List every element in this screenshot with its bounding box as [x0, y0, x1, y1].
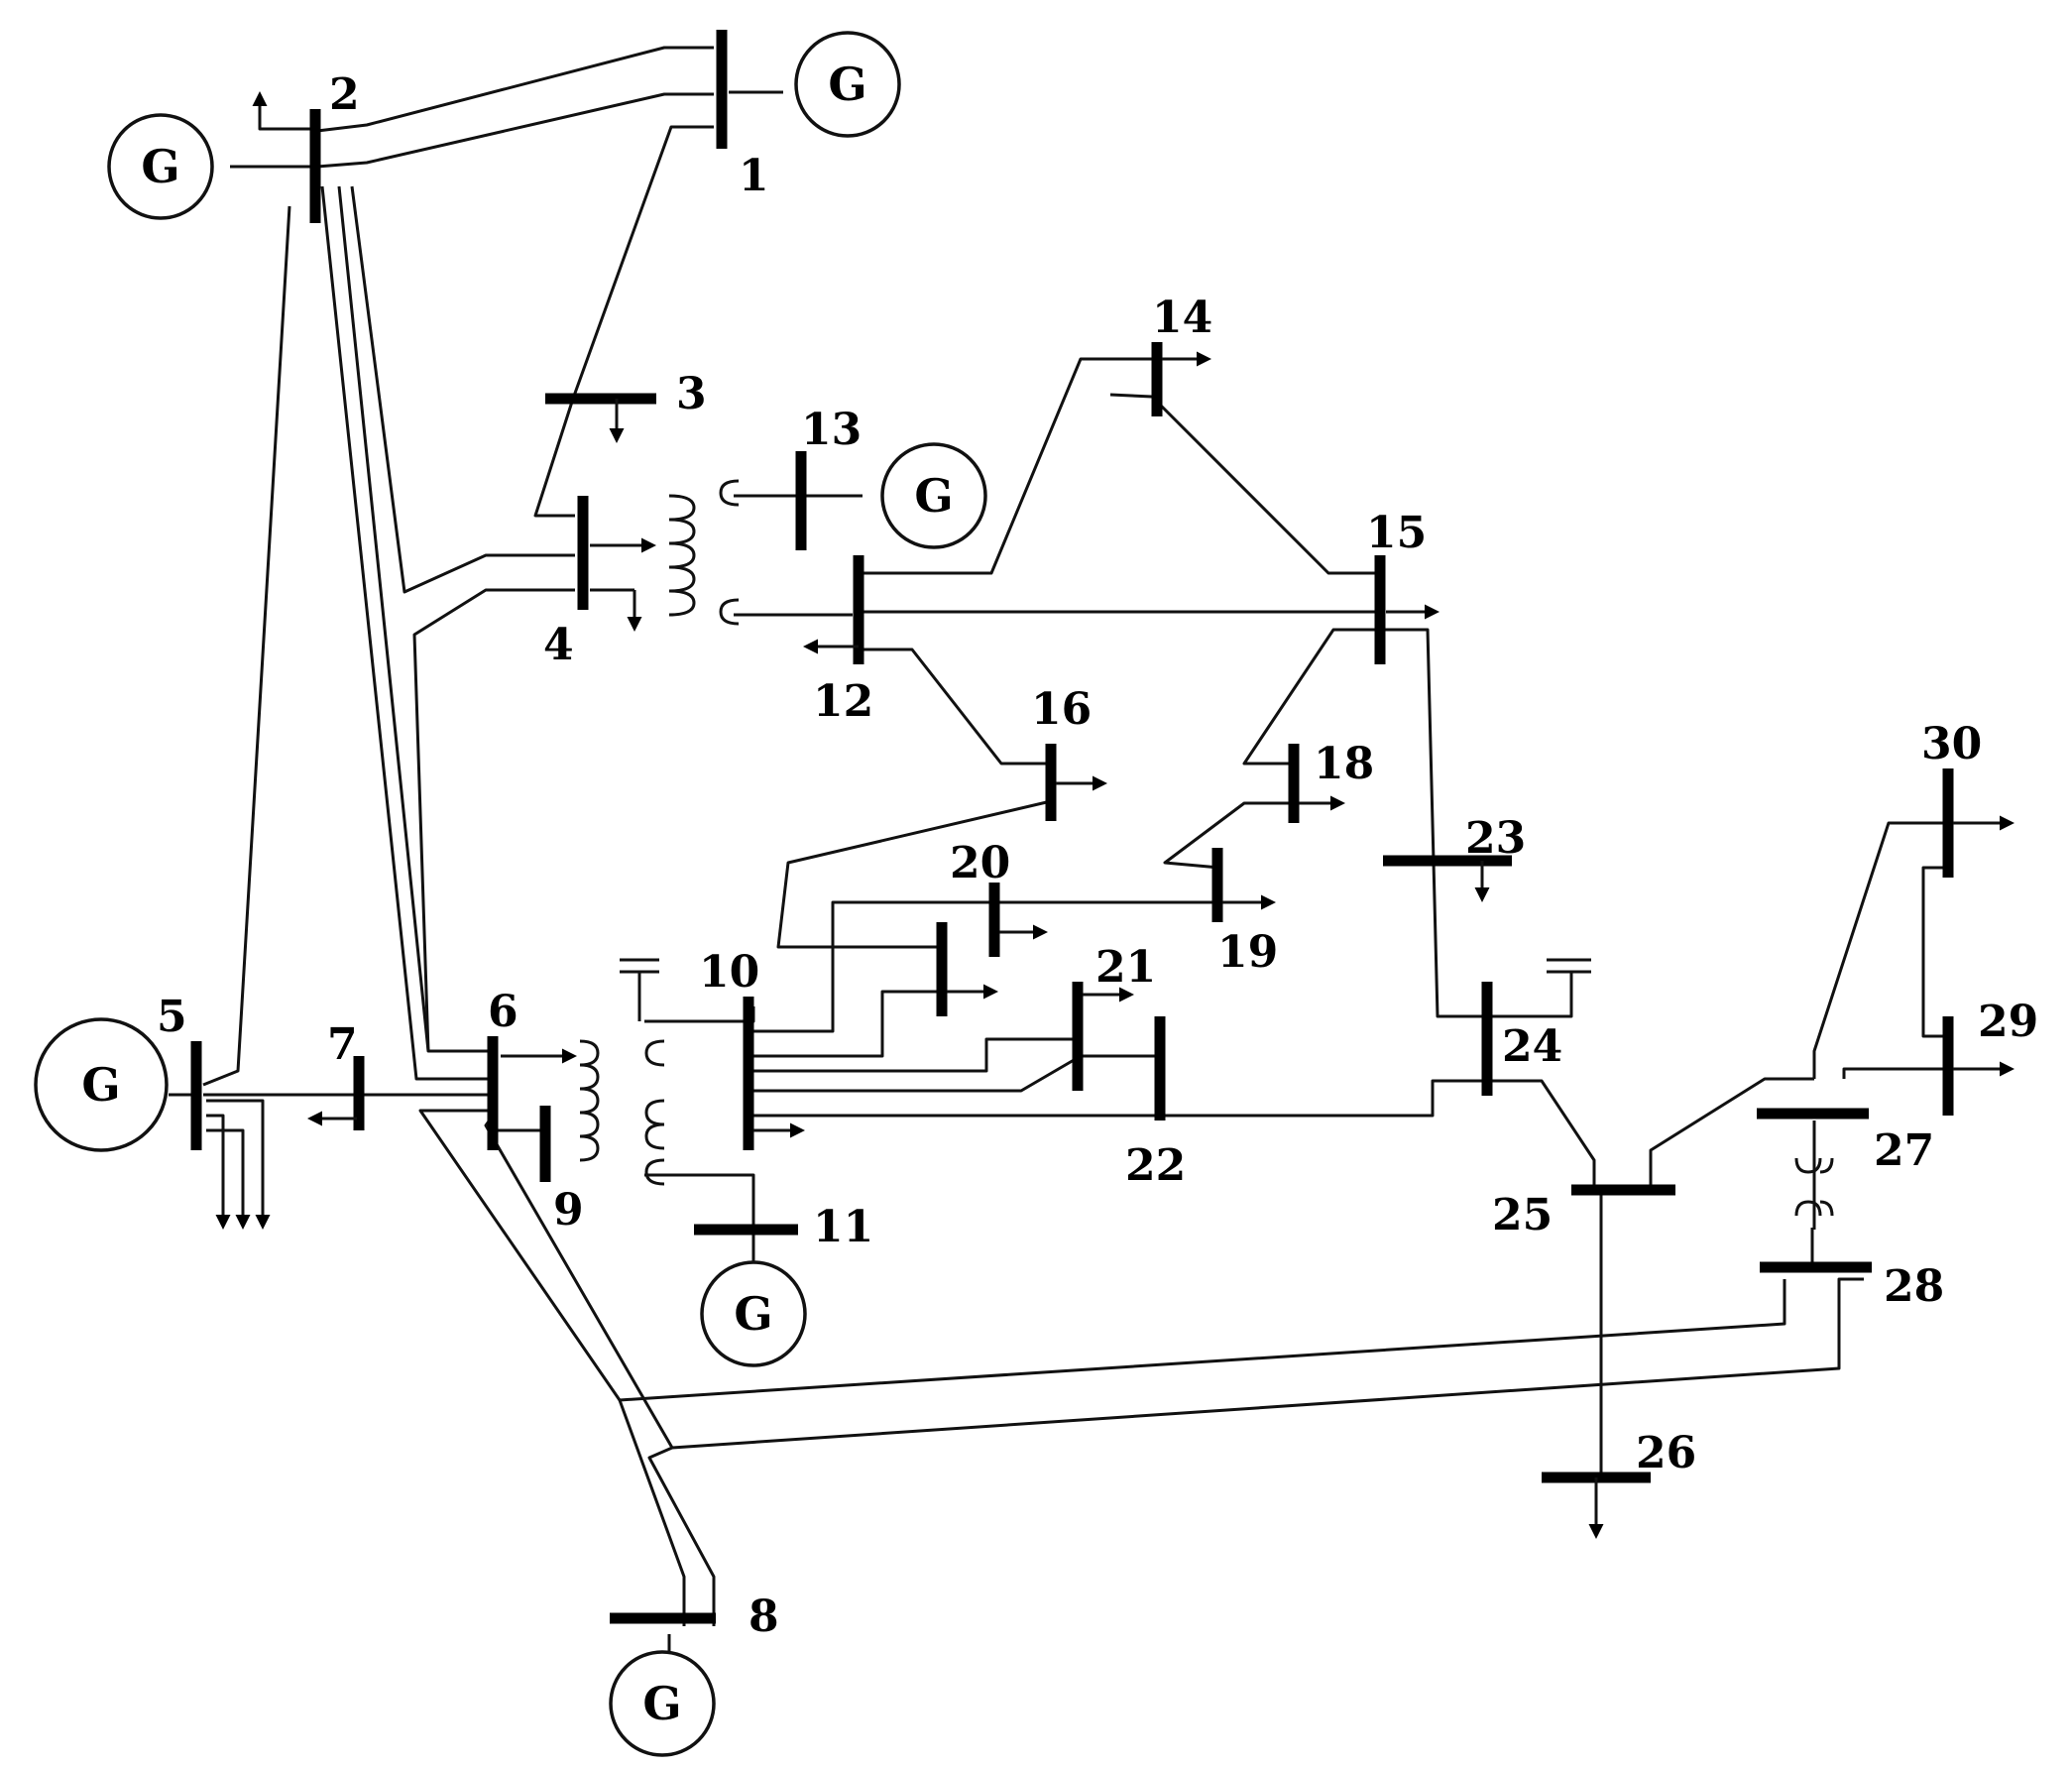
bus-label-9: 9 — [553, 1185, 584, 1236]
transformer-27-28-coil-b — [1794, 1200, 1834, 1217]
generator-circle-2 — [107, 113, 214, 220]
line-10-17 — [753, 990, 942, 1058]
transformer-4-12-coil-b — [719, 598, 740, 626]
capacitor-24 — [1487, 958, 1591, 1018]
line-27-28 — [1810, 1120, 1816, 1269]
generator-5: G — [34, 1017, 169, 1152]
bus-bars — [190, 30, 1954, 1624]
bus-labels: 1 2 3 4 5 6 7 8 9 10 11 12 13 14 15 16 1… — [157, 69, 2038, 1642]
bus-label-1: 1 — [739, 151, 769, 201]
line-15-23 — [1383, 628, 1487, 1018]
transformers — [579, 479, 1834, 1217]
transformer-4-13-coil — [719, 479, 740, 507]
transmission-lines — [169, 46, 1948, 1686]
load-arrows — [215, 91, 2014, 1539]
line-27-29 — [1842, 1067, 1948, 1079]
bus-label-22: 22 — [1125, 1140, 1186, 1191]
generator-circle-11 — [700, 1260, 807, 1367]
line-1-2 — [316, 46, 714, 169]
transformer-6-9-coil — [579, 1039, 600, 1162]
line-12-16 — [863, 648, 1051, 766]
line-16-17 — [776, 799, 1052, 949]
line-6-8 — [618, 1399, 716, 1626]
bus-label-10: 10 — [699, 947, 759, 998]
line-2-4 — [350, 185, 575, 594]
transformer-27-28-coil — [1794, 1157, 1834, 1174]
capacitor-10 — [620, 958, 659, 1021]
bus5-load-lines — [206, 1099, 265, 1210]
bus-label-13: 13 — [801, 405, 862, 455]
generator-8: G — [609, 1650, 716, 1757]
line-10-22 — [753, 1054, 1082, 1093]
generator-11: G — [700, 1260, 807, 1367]
bus-label-15: 15 — [1366, 508, 1427, 558]
line-2-5 — [202, 205, 291, 1087]
generator-label-8: G — [642, 1677, 681, 1730]
generator-1: G — [794, 31, 901, 138]
bus-label-2: 2 — [329, 69, 360, 120]
generator-circle-8 — [609, 1650, 716, 1757]
line-9-10 — [644, 1006, 755, 1023]
generator-label-13: G — [914, 469, 953, 523]
bus-label-24: 24 — [1502, 1021, 1562, 1072]
line-27-30 — [1812, 821, 1948, 1079]
line-14-15 — [1109, 393, 1383, 575]
bus-label-7: 7 — [327, 1019, 358, 1070]
bus-label-23: 23 — [1465, 813, 1526, 864]
line-4-6 — [412, 588, 575, 1052]
bus-label-14: 14 — [1152, 293, 1212, 343]
line-10-22-lower — [753, 1079, 1487, 1118]
transformer-9-10-coil — [644, 1039, 665, 1186]
generator-13: G — [880, 442, 987, 549]
bus-label-26: 26 — [1636, 1428, 1696, 1478]
generator-label-2: G — [141, 140, 179, 193]
bus-label-4: 4 — [543, 620, 574, 670]
bus-label-12: 12 — [813, 676, 873, 727]
bus-label-8: 8 — [748, 1592, 779, 1642]
transformer-4-12-coil — [668, 494, 696, 617]
bus-label-6: 6 — [488, 987, 518, 1037]
line-15-18 — [1242, 628, 1383, 766]
bus-label-18: 18 — [1314, 739, 1374, 789]
bus-label-30: 30 — [1921, 719, 1982, 769]
line-18-19 — [1163, 801, 1294, 870]
bus-label-21: 21 — [1095, 942, 1156, 993]
generator-2: G — [107, 113, 214, 220]
line-10-21 — [753, 1037, 1081, 1073]
generator-label-1: G — [828, 58, 866, 111]
generator-circle-13 — [880, 442, 987, 549]
line-1-3 — [533, 125, 714, 518]
line-12-14 — [863, 357, 1165, 575]
generator-circle-5 — [34, 1017, 169, 1152]
line-2-6 — [320, 185, 491, 1081]
bus-label-3: 3 — [676, 369, 707, 419]
bus-label-27: 27 — [1874, 1125, 1934, 1176]
bus-label-19: 19 — [1217, 927, 1278, 978]
bus-label-20: 20 — [950, 838, 1010, 888]
line-10-20-19 — [753, 900, 1219, 1033]
bus-label-11: 11 — [813, 1202, 873, 1252]
bus-label-5: 5 — [157, 992, 187, 1042]
generator-circle-1 — [794, 31, 901, 138]
generator-label-11: G — [734, 1287, 772, 1341]
bus-label-28: 28 — [1884, 1261, 1944, 1312]
bus2-load-line — [258, 94, 315, 131]
line-24-25 — [1487, 1079, 1596, 1190]
bus-label-29: 29 — [1978, 997, 2038, 1047]
generator-label-5: G — [81, 1058, 120, 1112]
line-25-27 — [1649, 1077, 1814, 1190]
line-29-30 — [1921, 866, 1948, 1038]
bus-label-25: 25 — [1492, 1190, 1553, 1240]
bus-label-16: 16 — [1031, 684, 1092, 735]
